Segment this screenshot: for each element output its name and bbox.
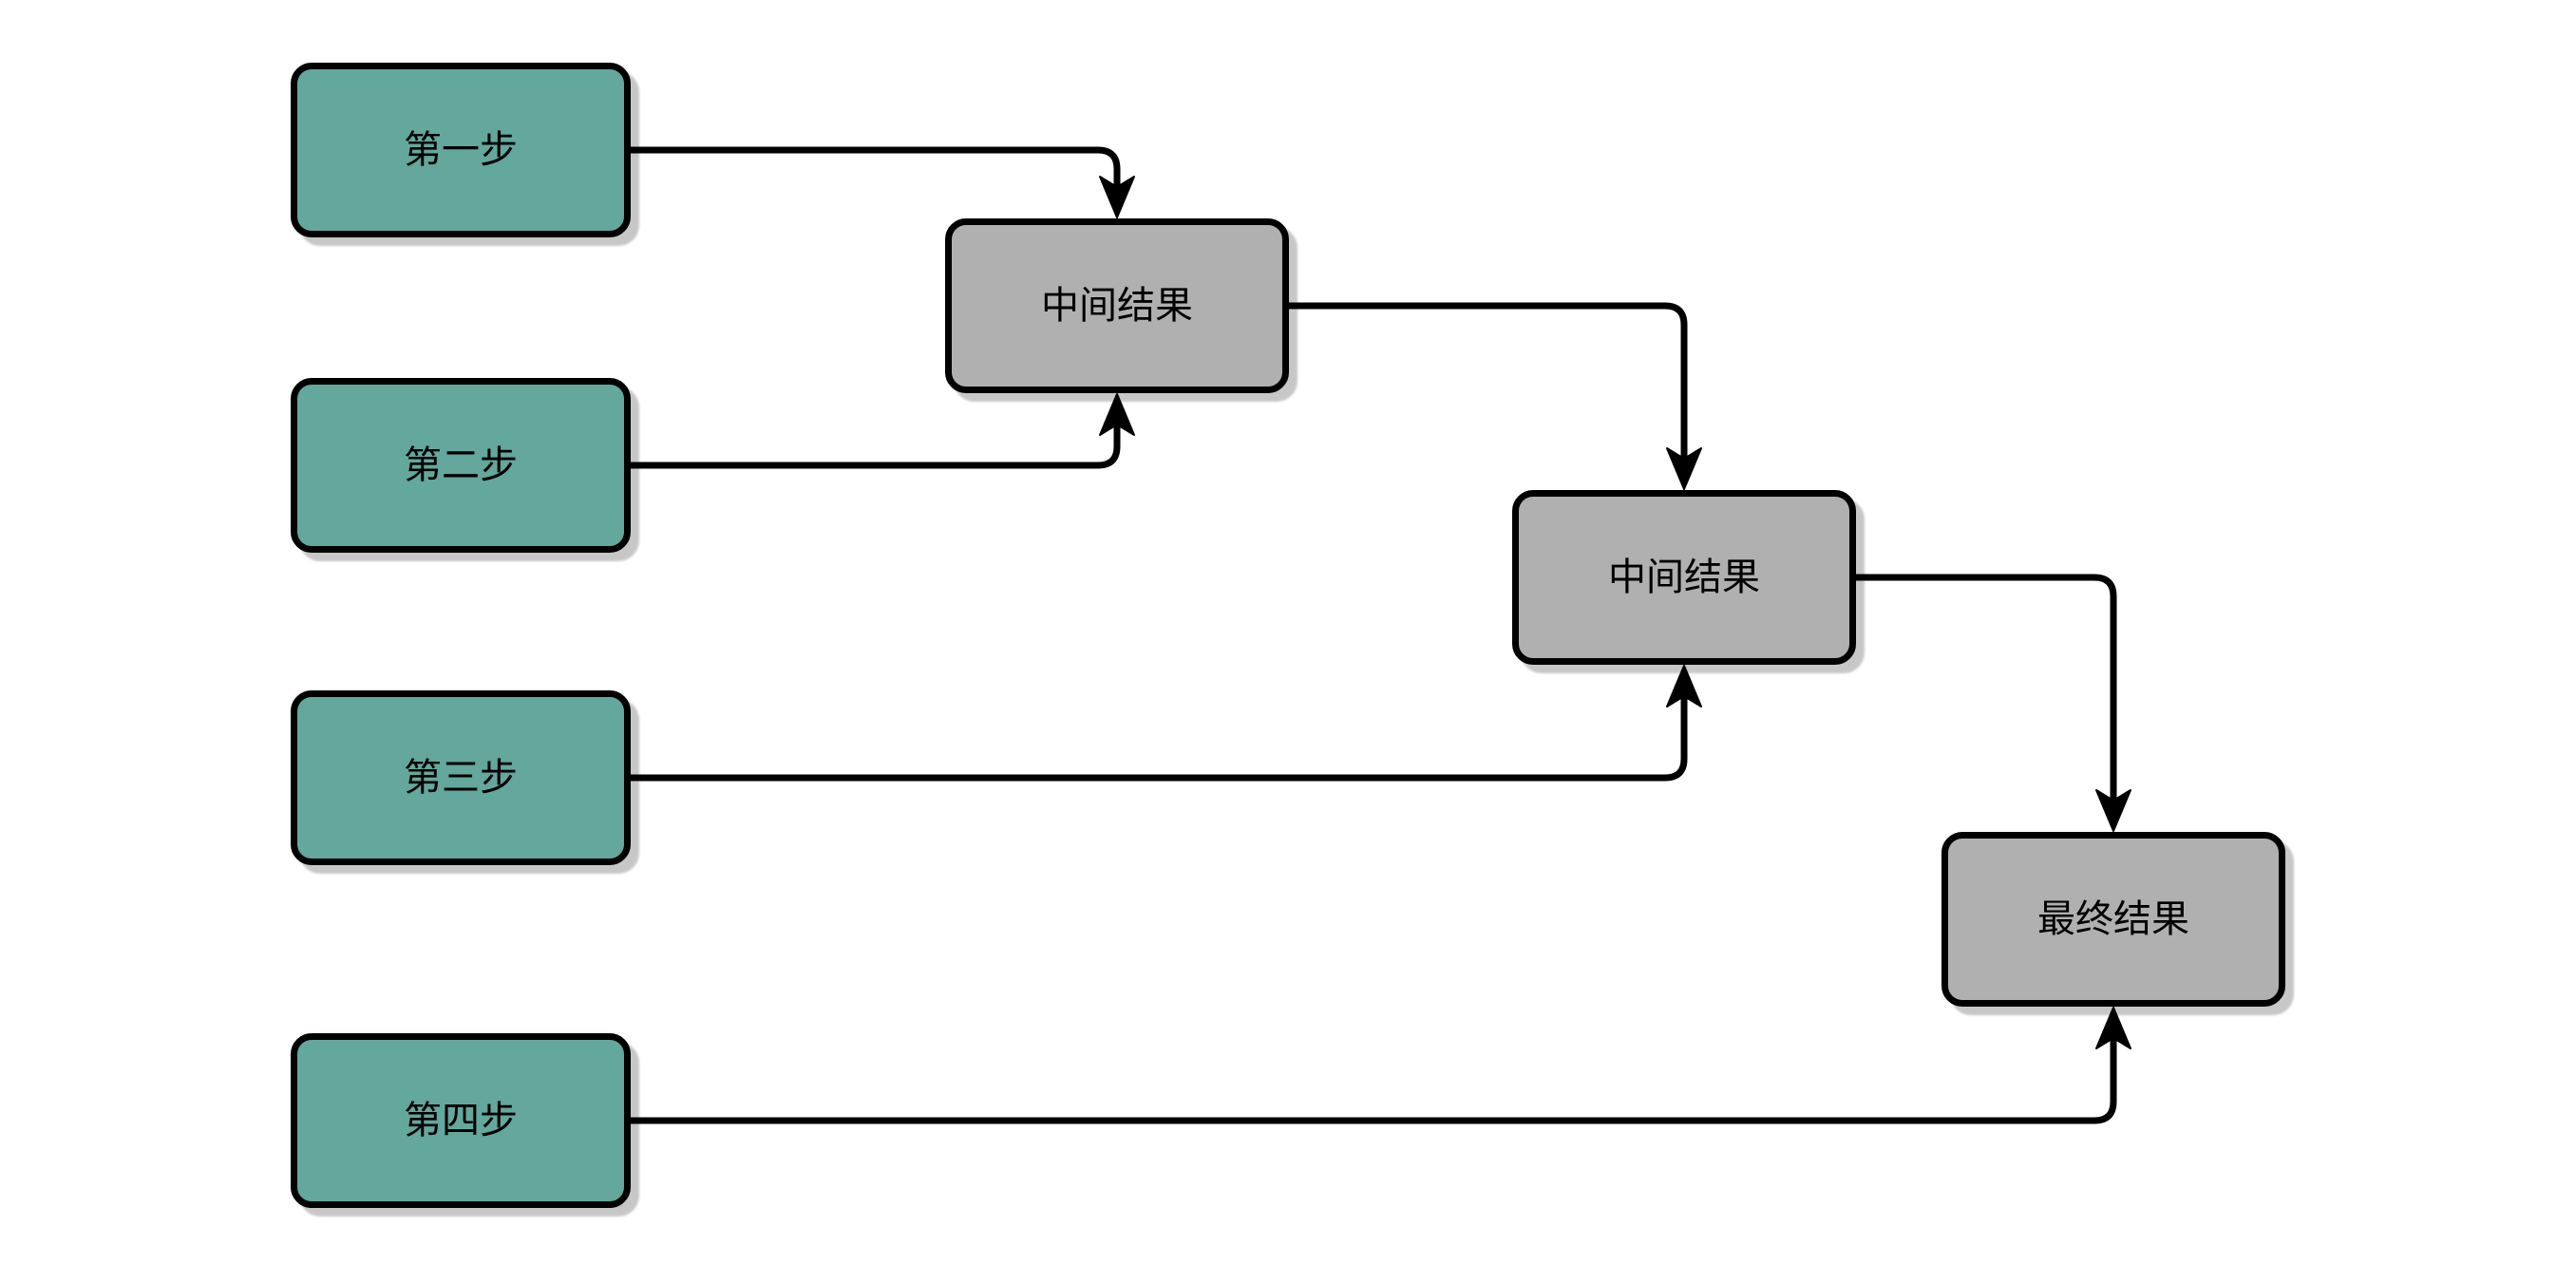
node-step-1-label: 第一步 xyxy=(404,129,518,171)
edge-mid1-to-mid2 xyxy=(1289,302,1702,490)
edge-step4-to-final xyxy=(631,1007,2131,1124)
node-step-3: 第三步 xyxy=(291,690,631,865)
node-intermediate-result-1: 中间结果 xyxy=(945,218,1289,393)
node-intermediate-result-2-label: 中间结果 xyxy=(1608,557,1760,598)
node-step-1: 第一步 xyxy=(291,63,631,237)
edge-step2-to-mid1 xyxy=(631,393,1135,469)
node-step-4: 第四步 xyxy=(291,1033,631,1208)
node-step-3-label: 第三步 xyxy=(404,757,518,799)
node-step-2: 第二步 xyxy=(291,378,631,553)
node-step-4-label: 第四步 xyxy=(404,1100,518,1141)
edge-mid2-to-final xyxy=(1856,574,2131,832)
node-final-result-label: 最终结果 xyxy=(2037,898,2189,940)
edge-step1-to-mid1 xyxy=(631,146,1135,218)
edge-step3-to-mid2 xyxy=(631,665,1702,782)
node-intermediate-result-1-label: 中间结果 xyxy=(1041,285,1193,327)
node-step-2-label: 第二步 xyxy=(404,444,518,486)
node-final-result: 最终结果 xyxy=(1941,832,2285,1007)
node-intermediate-result-2: 中间结果 xyxy=(1512,490,1856,665)
